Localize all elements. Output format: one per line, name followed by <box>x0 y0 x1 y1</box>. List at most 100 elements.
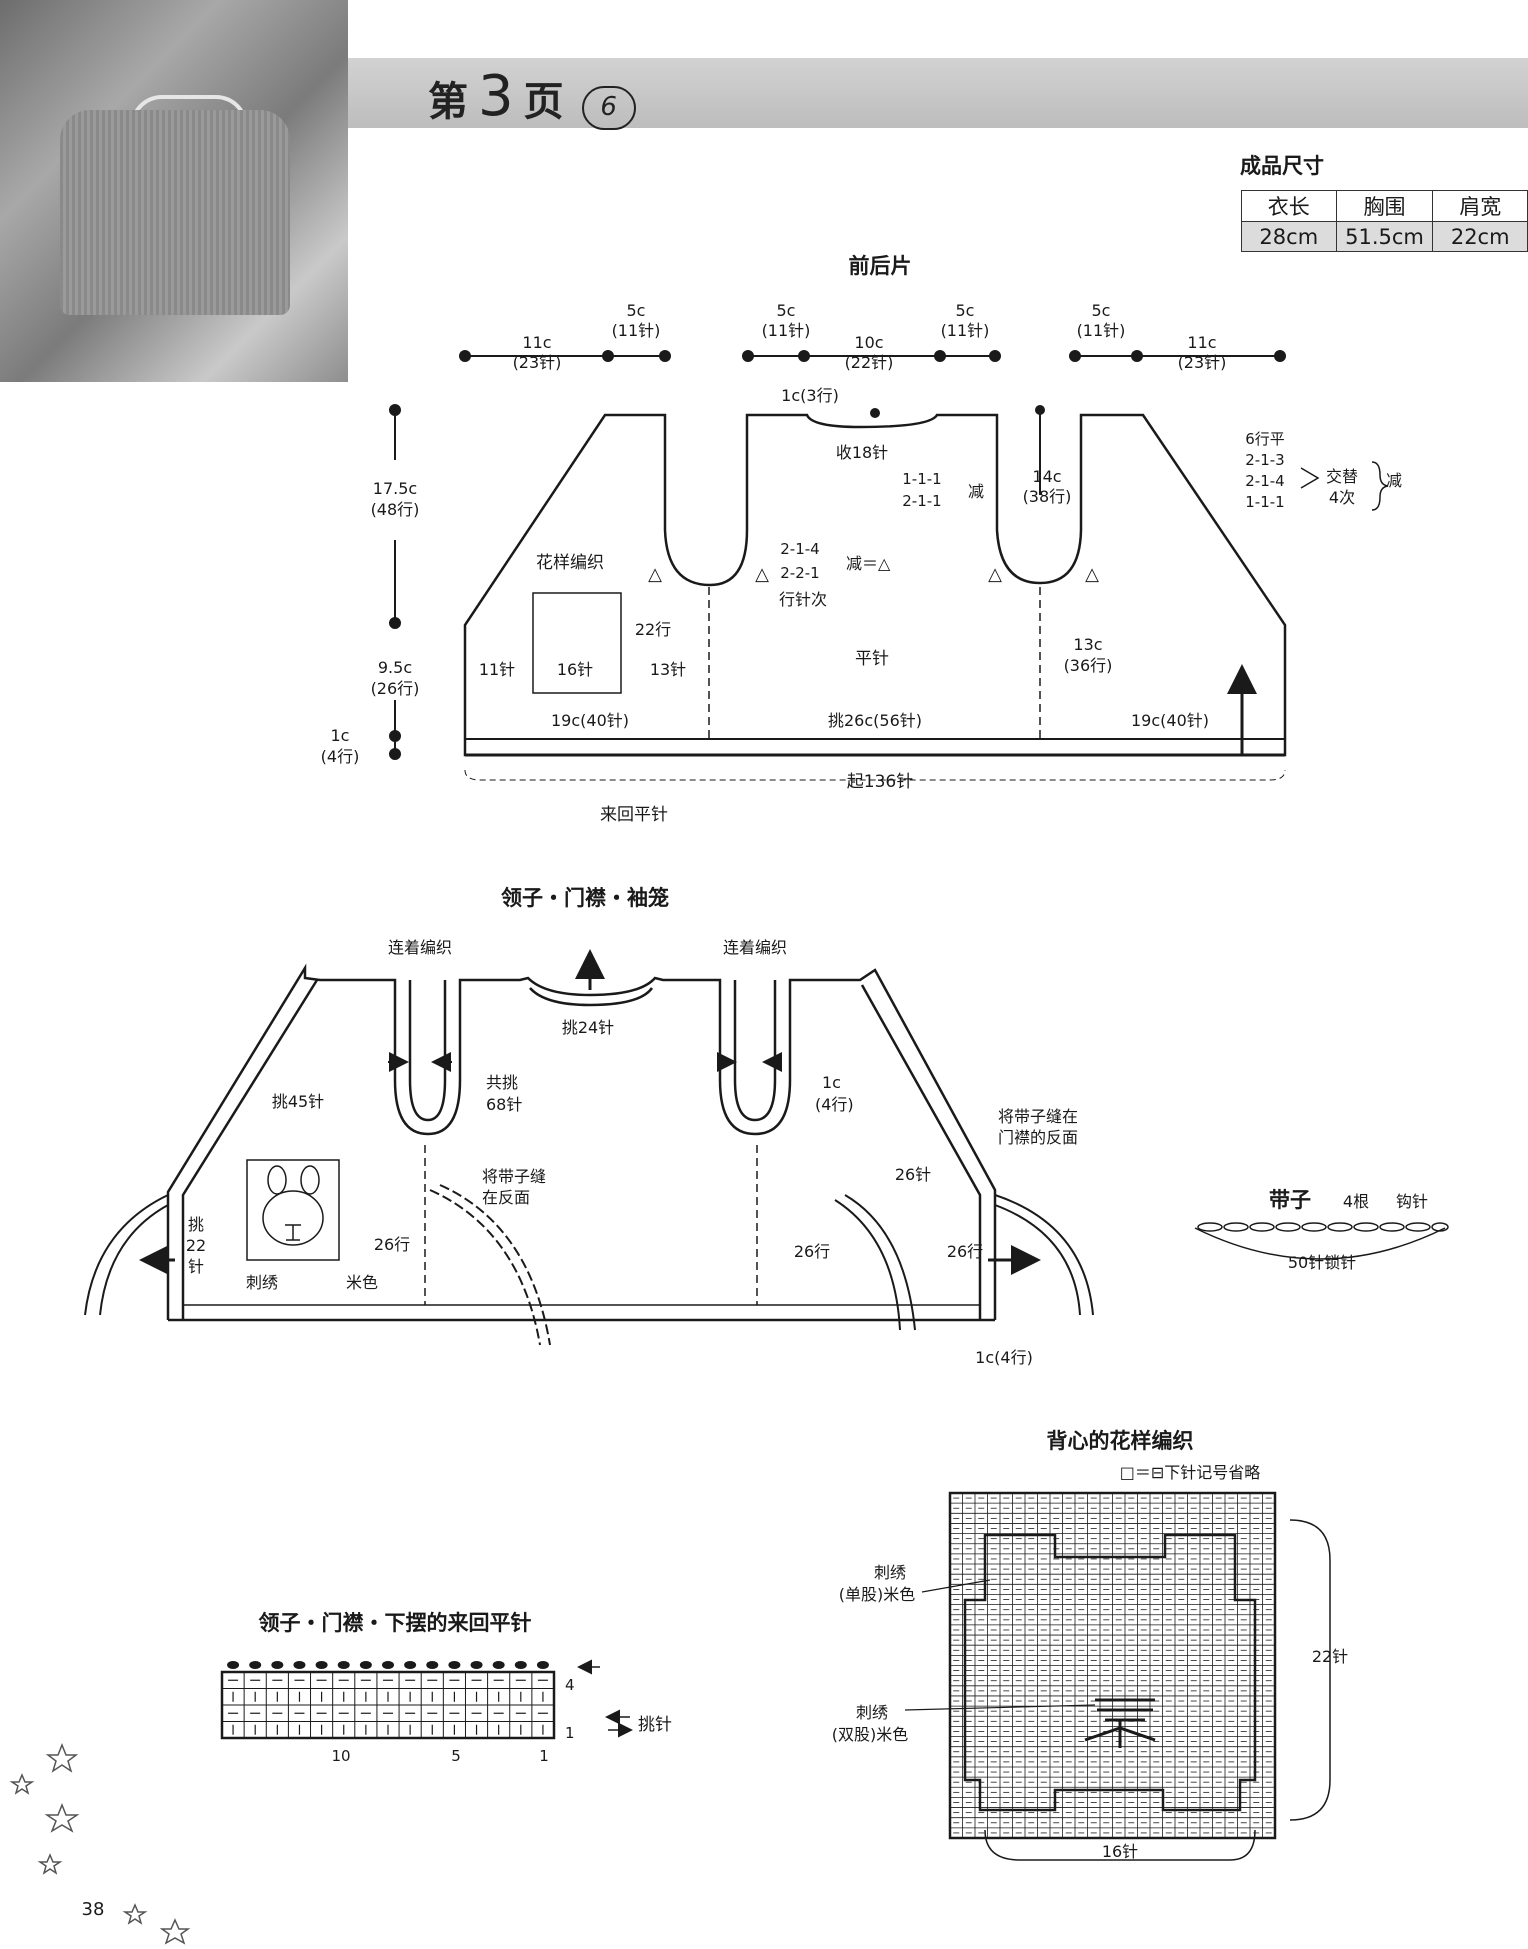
emb-single-2: (单股)米色 <box>839 1585 916 1604</box>
emb-single-pointer <box>921 1579 991 1593</box>
sew-band-2: 门襟的反面 <box>998 1128 1078 1147</box>
rows-26-b: 26针 <box>895 1165 931 1184</box>
tie-strands <box>84 1184 1094 1346</box>
garter-chart-title: 领子・门襟・下摆的来回平针 <box>259 1611 532 1635</box>
size-value-shoulder: 22cm <box>1432 221 1528 252</box>
side-lower-rows: (36行) <box>1064 656 1113 675</box>
motif-box <box>532 592 622 694</box>
dim-center-cm: 10c <box>854 333 883 352</box>
triangle-marker-3: △ <box>988 564 1002 585</box>
garter-row-bottom: 1 <box>565 1724 575 1742</box>
page-header: 第 3 页 6 <box>348 58 1528 130</box>
rows-bracket <box>1289 1519 1331 1821</box>
dim-left-shoulder-st: (23针) <box>513 353 562 372</box>
title-prefix: 第 <box>428 79 468 125</box>
armhole-dim-top <box>1035 405 1045 415</box>
side-dec-3: 2-1-4 <box>1245 472 1284 490</box>
sew-reverse-2: 在反面 <box>482 1188 530 1207</box>
pattern-chart-title: 背心的花样编织 <box>1047 1429 1194 1453</box>
tie-title: 带子 <box>1269 1188 1311 1212</box>
dim-right-shoulder-cm: 11c <box>1187 333 1216 352</box>
armhole-dec-label: 减＝△ <box>846 554 891 573</box>
bunny-face-embroidery <box>1084 1698 1156 1748</box>
pattern-label: 花样编织 <box>536 553 604 573</box>
garter-col-5: 5 <box>451 1747 461 1765</box>
alternate-label: 交替 <box>1326 467 1358 486</box>
dim-center-st: (22针) <box>845 353 894 372</box>
pattern-rows: 22针 <box>1312 1647 1348 1666</box>
height-hem-rows: (4行) <box>321 747 360 766</box>
side-lower-cm: 13c <box>1073 635 1102 654</box>
vest-shape <box>60 110 290 315</box>
stockinette-label: 平针 <box>855 649 889 669</box>
size-table-value-row: 28cm 51.5cm 22cm <box>1241 221 1528 252</box>
dec-mid-2: 2-1-1 <box>902 492 941 510</box>
emb-double-2: (双股)米色 <box>832 1725 909 1744</box>
rows-26-a: 26行 <box>374 1235 410 1254</box>
pick-22-c: 针 <box>188 1257 204 1276</box>
neck-drop-dot <box>870 408 880 418</box>
height-mid-rows: (26行) <box>371 679 420 698</box>
pattern-chart-legend: □＝⊟下针记号省略 <box>1120 1463 1261 1482</box>
side-dec-4: 1-1-1 <box>1245 493 1284 511</box>
title-number: 3 <box>478 64 514 129</box>
bottom-left: 19c(40针) <box>551 711 629 730</box>
tie-chain: 50针锁针 <box>1288 1253 1356 1272</box>
armhole-cm: 14c <box>1032 467 1061 486</box>
garter-pick-label: 挑针 <box>638 1715 672 1735</box>
garter-row-top: 4 <box>565 1676 575 1694</box>
height-hem-cm: 1c <box>331 726 350 745</box>
pick-neck: 挑24针 <box>562 1018 614 1037</box>
side-dec-1: 6行平 <box>1245 430 1285 448</box>
pick-22-a: 挑 <box>188 1215 204 1234</box>
rows-26-d: 26行 <box>947 1242 983 1261</box>
side-dec-label: 减 <box>1386 471 1402 490</box>
armhole-rows: (38行) <box>1023 487 1072 506</box>
page-number: 38 <box>82 1899 105 1920</box>
beige-label: 米色 <box>346 1273 378 1292</box>
garter-chart-bind-off-dots <box>227 1661 549 1669</box>
decorative-stars-icon <box>9 1742 191 1945</box>
size-table-header-row: 衣长 胸围 肩宽 <box>1241 190 1528 222</box>
size-table: 衣长 胸围 肩宽 28cm 51.5cm 22cm <box>1241 190 1528 252</box>
front-back-title: 前后片 <box>849 254 912 278</box>
band-cm: 1c <box>822 1073 841 1092</box>
alternate-times: 4次 <box>1329 488 1355 507</box>
triangle-marker-2: △ <box>755 564 769 585</box>
rows-26-c: 26行 <box>794 1242 830 1261</box>
dim-back-neck-left-cm: 5c <box>777 301 796 320</box>
emb-double-pointer <box>904 1704 1096 1711</box>
band-rows: (4行) <box>815 1095 854 1114</box>
embroidery-label: 刺绣 <box>246 1273 278 1292</box>
dim-left-neck-cm: 5c <box>627 301 646 320</box>
chain-stitch-icon <box>1194 1222 1449 1260</box>
bottom-center: 挑26c(56针) <box>828 711 922 730</box>
height-mid-cm: 9.5c <box>378 658 412 677</box>
sew-band-1: 将带子缝在 <box>998 1107 1078 1126</box>
size-value-length: 28cm <box>1241 221 1337 252</box>
motif-rows: 22行 <box>635 620 671 639</box>
dim-back-neck-right-st: (11针) <box>941 321 990 340</box>
dim-back-neck-left-st: (11针) <box>762 321 811 340</box>
stitches-bracket <box>984 1829 1256 1861</box>
tie-tool: 钩针 <box>1396 1192 1428 1211</box>
emb-double-1: 刺绣 <box>856 1703 888 1722</box>
triangle-marker-4: △ <box>1085 564 1099 585</box>
bottom-right: 19c(40针) <box>1131 711 1209 730</box>
front-back-outline <box>463 413 1287 757</box>
pick-total-1: 共挑 <box>486 1073 518 1092</box>
cast-on-guide <box>464 769 1286 781</box>
cast-on-label: 起136针 <box>847 772 913 792</box>
pick-22-b: 22 <box>186 1236 206 1255</box>
dim-back-neck-right-cm: 5c <box>956 301 975 320</box>
garter-label: 来回平针 <box>600 805 668 825</box>
bear-badge-icon: 6 <box>581 86 636 130</box>
collar-hem: 1c(4行) <box>975 1348 1033 1367</box>
dim-right-shoulder-st: (23针) <box>1178 353 1227 372</box>
sew-reverse-1: 将带子缝 <box>482 1167 546 1186</box>
emb-single-1: 刺绣 <box>874 1563 906 1582</box>
bunny-motif-box <box>246 1159 340 1261</box>
title-suffix: 页 <box>523 79 564 125</box>
pick-total-2: 68针 <box>486 1095 522 1114</box>
dim-left-shoulder-cm: 11c <box>522 333 551 352</box>
